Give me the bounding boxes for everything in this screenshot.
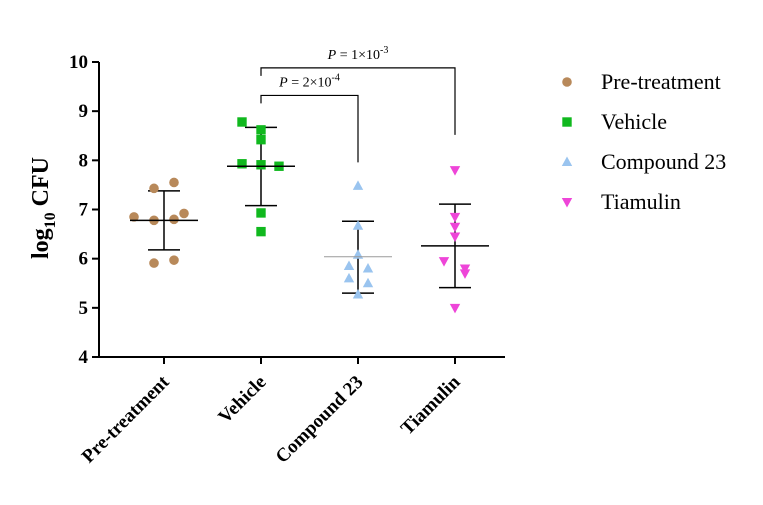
data-point (256, 208, 266, 218)
legend-item: Tiamulin (561, 189, 681, 214)
y-tick-label: 9 (79, 101, 89, 122)
significance-bracket: P = 2×10-4 (260, 72, 359, 163)
data-point (129, 212, 139, 222)
significance-bracket: P = 1×10-3 (260, 45, 456, 135)
x-tick-label: Compound 23 (272, 372, 368, 468)
y-tick-label: 10 (69, 52, 88, 73)
data-point (449, 232, 461, 243)
data-point (352, 249, 364, 259)
series-group (129, 177, 198, 268)
legend-item: Pre-treatment (562, 69, 721, 94)
data-point (169, 177, 179, 188)
data-point (449, 222, 461, 233)
series-group (421, 166, 489, 314)
y-tick-label: 6 (79, 249, 89, 270)
p-value-label: P = 1×10-3 (327, 45, 389, 63)
p-value-label: P = 2×10-4 (278, 72, 340, 90)
series-group (227, 117, 295, 237)
data-point (256, 226, 266, 237)
data-point (362, 263, 374, 273)
data-point (438, 257, 450, 267)
data-point (362, 277, 374, 288)
data-point (237, 159, 247, 169)
data-point (449, 212, 461, 223)
bracket-line (260, 67, 456, 135)
legend-marker (562, 77, 572, 87)
legend-label: Compound 23 (601, 149, 726, 174)
data-point (343, 272, 355, 283)
x-tick-label: Pre-treatment (78, 371, 174, 467)
legend-marker (561, 156, 573, 166)
data-point (149, 183, 159, 194)
y-tick-label: 8 (79, 150, 89, 171)
y-tick-label: 4 (79, 347, 89, 368)
legend-item: Compound 23 (561, 149, 726, 174)
series-group (324, 180, 392, 299)
bracket-line (260, 94, 359, 163)
significance-annotations: P = 2×10-4 P = 1×10-3 (260, 45, 456, 163)
y-tick-label: 5 (79, 298, 89, 319)
data-point (352, 289, 364, 299)
data-point (256, 134, 266, 145)
data-point (256, 160, 266, 170)
x-tick-label: Tiamulin (397, 371, 465, 439)
y-tick-label: 7 (79, 200, 89, 221)
data-marks (129, 117, 489, 314)
data-point (169, 214, 179, 225)
data-point (449, 303, 461, 314)
data-point (237, 117, 247, 127)
legend-label: Tiamulin (601, 189, 681, 214)
data-point (179, 208, 189, 219)
y-axis-title: log10 CFU (28, 157, 59, 259)
legend-marker (561, 198, 573, 208)
data-point (149, 258, 159, 268)
legend-label: Pre-treatment (601, 69, 721, 94)
legend-item: Vehicle (562, 109, 667, 134)
legend-marker (562, 117, 572, 127)
data-point (343, 260, 355, 271)
data-point (352, 220, 364, 230)
data-point (459, 264, 471, 274)
data-point (169, 255, 179, 265)
legend-label: Vehicle (601, 109, 667, 134)
data-point (256, 125, 266, 135)
data-point (449, 166, 461, 176)
data-point (459, 269, 471, 279)
x-tick-label: Vehicle (214, 372, 270, 428)
data-point (352, 180, 364, 190)
